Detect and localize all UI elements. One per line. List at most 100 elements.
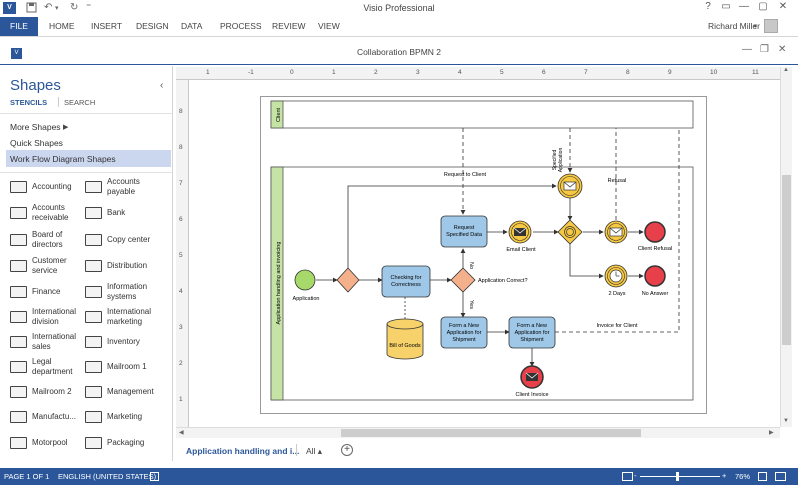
minimize-icon[interactable]: — [739, 1, 749, 12]
save-icon[interactable] [26, 2, 37, 16]
fit-to-window-icon[interactable] [622, 472, 633, 481]
event-email-client[interactable]: Email Client [506, 220, 536, 253]
add-page-button[interactable]: + [341, 444, 353, 456]
doc-close-icon[interactable]: ✕ [778, 44, 787, 55]
shape-item-r-0[interactable]: Accounts payable [85, 177, 169, 202]
tab-data[interactable]: DATA [181, 21, 203, 31]
zoom-level[interactable]: 76% [735, 472, 751, 481]
end-event-no-answer[interactable]: No Answer [642, 265, 669, 297]
tab-view[interactable]: VIEW [318, 21, 340, 31]
vertical-ruler: 8876543210 [176, 80, 189, 439]
ruler-tick-label: 5 [179, 252, 183, 259]
shape-icon [85, 437, 102, 449]
redo-icon[interactable]: ↻ [70, 2, 79, 13]
doc-restore-icon[interactable]: ❐ [760, 44, 769, 55]
shape-item-r-7[interactable]: Mailroom 1 [85, 357, 169, 382]
tab-search[interactable]: SEARCH [64, 98, 96, 107]
stencil-selected-bg[interactable] [6, 150, 171, 167]
scroll-left-icon[interactable]: ◀ [179, 430, 184, 436]
page-indicator[interactable]: PAGE 1 OF 1 [4, 472, 50, 481]
shape-item-r-4[interactable]: Information systems [85, 282, 169, 307]
gateway-1[interactable] [336, 267, 360, 293]
page-tab-all[interactable]: All ▴ [306, 446, 323, 456]
help-icon[interactable]: ? [705, 1, 711, 12]
macro-icon[interactable] [150, 472, 159, 481]
maximize-icon[interactable]: ▢ [758, 1, 768, 12]
quick-shapes-item[interactable]: Quick Shapes [10, 138, 63, 148]
shape-item-l-2[interactable]: Board of directors [10, 230, 94, 255]
shape-item-r-3[interactable]: Distribution [85, 256, 169, 281]
shape-item-l-7[interactable]: Legal department [10, 357, 94, 382]
shape-item-r-1[interactable]: Bank [85, 203, 169, 228]
close-icon[interactable]: ✕ [778, 1, 788, 12]
customize-qat-icon[interactable]: ⁼ [86, 2, 92, 13]
event-based-gateway[interactable] [557, 219, 583, 245]
gateway-application-correct[interactable]: Application Correct? No Yes [450, 262, 528, 309]
shape-item-l-3[interactable]: Customer service [10, 256, 94, 281]
event-timer-2-days[interactable]: 2 Days [604, 264, 628, 297]
scroll-up-icon[interactable]: ▲ [783, 67, 789, 73]
shape-item-l-4[interactable]: Finance [10, 282, 94, 307]
shape-icon [85, 181, 102, 193]
event-request-to-client[interactable]: Request to Client SpecifiedApplication R… [444, 148, 626, 199]
end-event-client-invoice[interactable]: Client Invoice [515, 365, 549, 398]
language-indicator[interactable]: ENGLISH (UNITED STATES) [58, 472, 157, 481]
page-tab-active[interactable]: Application handling and i... [186, 446, 300, 456]
work-flow-stencil-item[interactable]: Work Flow Diagram Shapes [10, 154, 116, 164]
scroll-down-icon[interactable]: ▼ [783, 418, 789, 424]
data-store-bill-of-goods[interactable]: Bill of Goods [386, 318, 424, 360]
shape-item-r-6[interactable]: Inventory [85, 332, 169, 357]
vertical-scrollbar[interactable]: ▲ ▼ [780, 67, 792, 427]
shape-item-l-9[interactable]: Manufactu... [10, 407, 94, 432]
lane-client[interactable]: Client [270, 100, 694, 129]
horizontal-scroll-thumb[interactable] [341, 429, 641, 437]
collapse-pane-icon[interactable]: ‹ [160, 80, 164, 91]
zoom-slider[interactable] [640, 476, 720, 477]
event-refusal[interactable] [604, 220, 628, 244]
undo-icon[interactable]: ↶ [44, 2, 53, 13]
tab-review[interactable]: REVIEW [272, 21, 306, 31]
shape-item-l-6[interactable]: International sales [10, 332, 94, 357]
switch-windows-icon[interactable] [775, 472, 786, 481]
more-shapes-menu[interactable]: More Shapes [10, 122, 61, 132]
shape-item-l-0[interactable]: Accounting [10, 177, 94, 202]
zoom-out-button[interactable]: - [634, 471, 637, 480]
tab-design[interactable]: DESIGN [136, 21, 169, 31]
tab-insert[interactable]: INSERT [91, 21, 123, 31]
tab-file[interactable]: FILE [0, 17, 38, 36]
shape-icon [10, 361, 27, 373]
tab-process[interactable]: PROCESS [220, 21, 262, 31]
ribbon-display-icon[interactable]: ▭ [721, 1, 731, 12]
start-event-application[interactable]: Application [293, 269, 320, 302]
shape-item-r-9[interactable]: Marketing [85, 407, 169, 432]
zoom-slider-knob[interactable] [676, 472, 679, 481]
avatar[interactable] [764, 19, 778, 33]
event-email-label: Email Client [506, 247, 536, 253]
shape-item-r-8[interactable]: Management [85, 382, 169, 407]
scroll-right-icon[interactable]: ▶ [769, 430, 774, 436]
undo-dropdown-icon[interactable]: ▾ [55, 5, 59, 12]
shape-item-l-8[interactable]: Mailroom 2 [10, 382, 94, 407]
horizontal-scrollbar[interactable]: ◀ ▶ [176, 427, 780, 438]
shape-item-l-1[interactable]: Accounts receivable [10, 203, 94, 228]
zoom-in-button[interactable]: + [722, 471, 727, 480]
shape-item-r-5[interactable]: International marketing [85, 307, 169, 332]
doc-minimize-icon[interactable]: — [742, 44, 752, 55]
shape-item-r-10[interactable]: Packaging [85, 433, 169, 458]
vertical-scroll-thumb[interactable] [782, 175, 791, 345]
tab-stencils[interactable]: STENCILS [10, 98, 48, 107]
user-menu-icon[interactable]: ▾ [753, 23, 757, 30]
shape-item-r-2[interactable]: Copy center [85, 230, 169, 255]
user-name[interactable]: Richard Miller [708, 21, 760, 31]
shape-item-l-10[interactable]: Motorpool [10, 433, 94, 458]
end-event-client-refusal[interactable]: Client Refusal [638, 221, 672, 252]
tab-home[interactable]: HOME [49, 21, 75, 31]
fit-page-icon[interactable] [758, 472, 767, 481]
shape-item-l-5[interactable]: International division [10, 307, 94, 332]
